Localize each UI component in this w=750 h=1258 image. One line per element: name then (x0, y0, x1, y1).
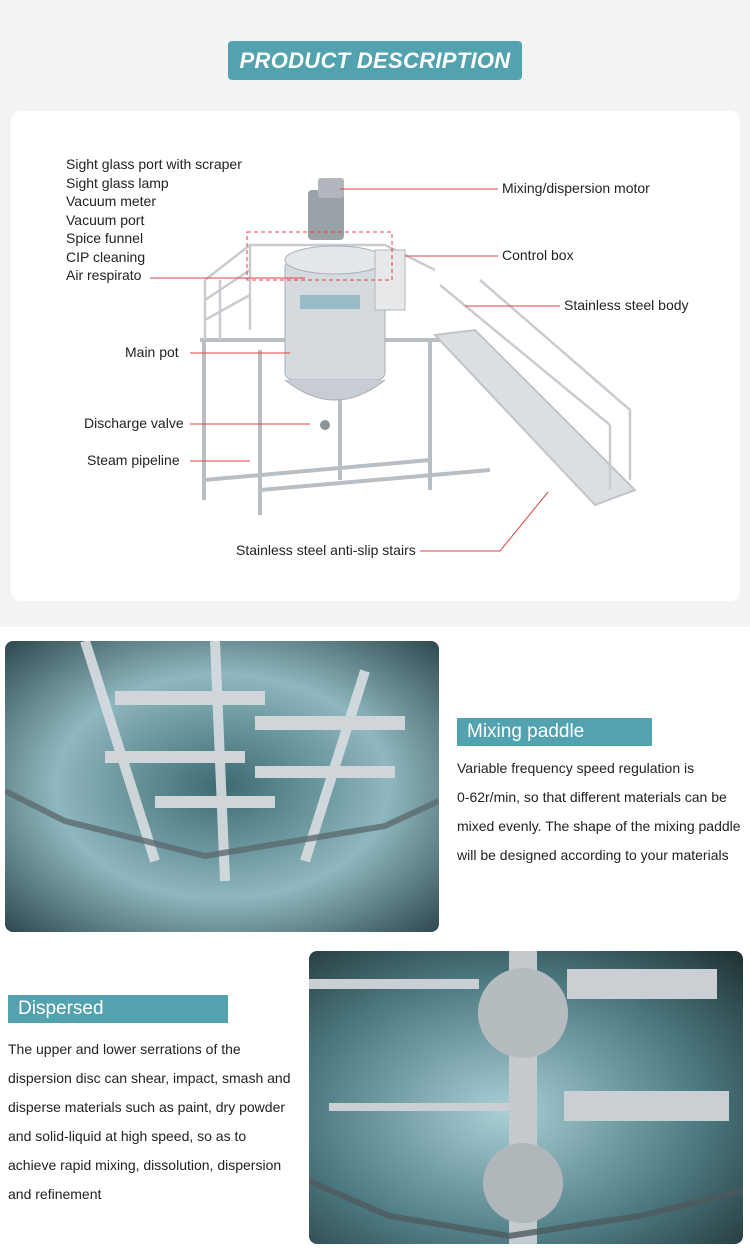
label-cip-cleaning: CIP cleaning (66, 248, 146, 265)
dispersed-line: dispersion disc can shear, impact, smash… (8, 1070, 291, 1086)
dispersed-line: disperse materials such as paint, dry po… (8, 1099, 286, 1115)
label-air-respirato: Air respirato (66, 267, 142, 283)
mixing-line: mixed evenly. The shape of the mixing pa… (457, 818, 741, 834)
label-sight-glass-lamp: Sight glass lamp (66, 174, 169, 191)
mixing-paddle-photo (5, 641, 439, 932)
label-anti-slip-stairs: Stainless steel anti-slip stairs (236, 542, 416, 558)
label-sight-glass-scraper: Sight glass port with scraper (66, 156, 242, 172)
label-control-box: Control box (502, 247, 574, 263)
label-vacuum-port: Vacuum port (66, 211, 145, 228)
label-spice-funnel: Spice funnel (66, 230, 144, 246)
label-discharge-valve: Discharge valve (84, 415, 184, 431)
dispersed-description: The upper and lower serrations of the di… (8, 1035, 303, 1209)
dispersed-line: The upper and lower serrations of the (8, 1041, 241, 1057)
dispersed-line: and solid-liquid at high speed, so as to (8, 1128, 247, 1144)
label-main-pot: Main pot (125, 344, 179, 360)
dispersed-heading: Dispersed (8, 995, 228, 1023)
label-stainless-body: Stainless steel body (564, 297, 689, 313)
mixing-line: Variable frequency speed regulation is (457, 760, 695, 776)
left-label-list: Sight glass port with scraper Sight glas… (66, 155, 242, 285)
dispersed-line: achieve rapid mixing, dissolution, dispe… (8, 1157, 282, 1173)
mixing-paddle-heading: Mixing paddle (457, 718, 652, 746)
mixing-line: will be designed according to your mater… (457, 847, 729, 863)
mixing-paddle-description: Variable frequency speed regulation is 0… (457, 754, 747, 870)
label-steam-pipeline: Steam pipeline (87, 452, 180, 468)
label-motor: Mixing/dispersion motor (502, 180, 650, 196)
label-vacuum-meter: Vacuum meter (66, 193, 156, 209)
dispersion-disc-photo (309, 951, 743, 1244)
page-title: PRODUCT DESCRIPTION (228, 41, 522, 80)
mixing-line: 0-62r/min, so that different materials c… (457, 789, 727, 805)
mixer-machine-illustration (200, 178, 637, 515)
dispersed-line: and refinement (8, 1186, 102, 1202)
